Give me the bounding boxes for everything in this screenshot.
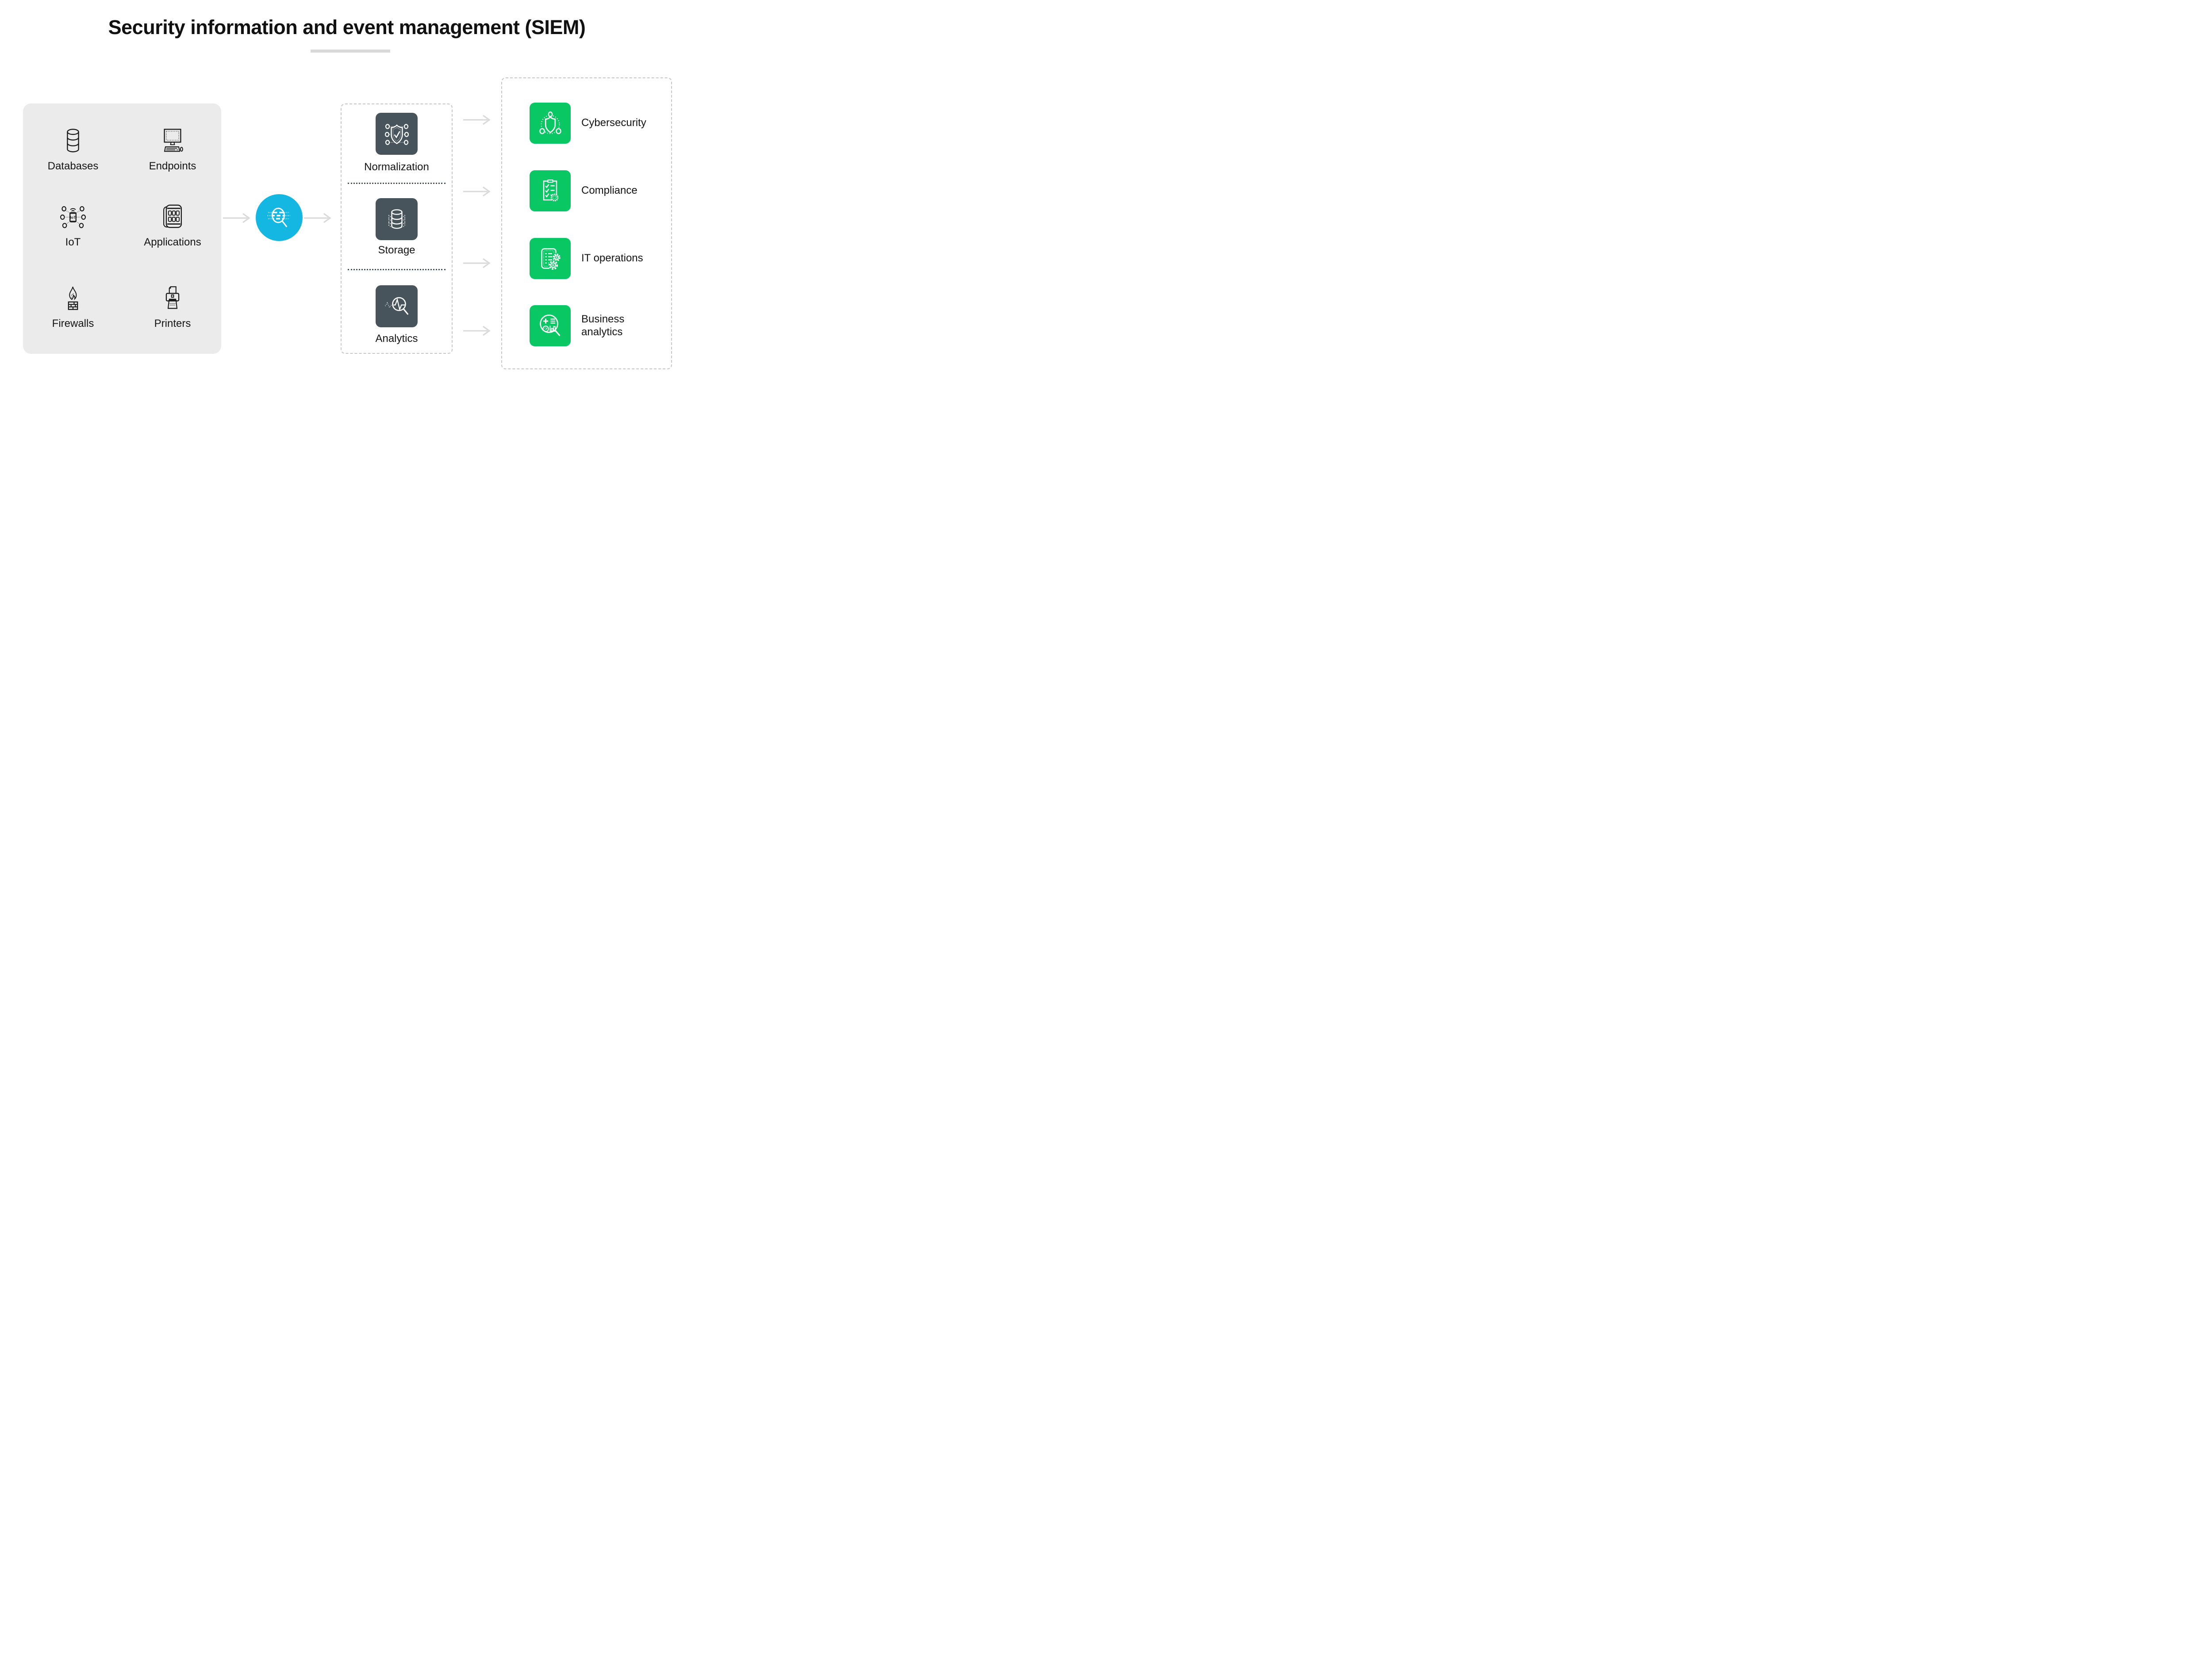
- screen-gears-icon: [541, 248, 561, 270]
- arrow-collector-to-processing: [304, 213, 331, 223]
- shield-check-icon: [384, 123, 409, 145]
- processing-step-label: Normalization: [364, 161, 429, 173]
- arrow-to-cybersecurity: [463, 115, 491, 125]
- outcome-label: IT operations: [581, 252, 643, 264]
- source-item-printers: Printers: [123, 284, 222, 330]
- arrow-to-business-analytics: [463, 326, 491, 336]
- processing-step-storage: [376, 198, 418, 240]
- arrow-to-compliance: [463, 186, 491, 197]
- source-label: IoT: [65, 236, 81, 248]
- source-item-firewalls: Firewalls: [24, 284, 122, 330]
- outcomes-panel: Cybersecurity Compliance: [501, 77, 672, 369]
- source-label: Databases: [47, 160, 99, 172]
- search-logs-icon: [267, 207, 290, 227]
- dotted-separator: [348, 269, 445, 270]
- source-item-applications: Applications: [123, 203, 222, 249]
- source-item-iot: IoT IoT: [24, 203, 122, 249]
- monitor-icon: [164, 129, 183, 152]
- title-underline: [311, 50, 390, 53]
- outcome-compliance: [530, 170, 571, 211]
- sources-panel: Databases Endpoints: [23, 103, 221, 354]
- source-item-databases: Databases: [24, 127, 122, 172]
- source-label: Printers: [154, 318, 191, 330]
- siem-diagram: Security information and event managemen…: [0, 0, 694, 390]
- arrow-sources-to-collector: [223, 213, 250, 223]
- database-stack-icon: [388, 209, 405, 229]
- outcome-cybersecurity: [530, 103, 571, 144]
- processing-step-label: Analytics: [375, 333, 418, 345]
- apps-grid-icon: [163, 204, 182, 228]
- firewall-icon: [68, 287, 78, 310]
- processing-step-analytics: [376, 285, 418, 327]
- outcome-label: Cybersecurity: [581, 117, 646, 129]
- processing-step-label: Storage: [378, 244, 415, 256]
- collector-circle: [256, 194, 303, 241]
- iot-chip-text: IoT: [70, 215, 76, 219]
- checklist-seal-icon: [543, 179, 558, 201]
- dotted-separator: [348, 183, 445, 184]
- database-icon: [67, 129, 79, 153]
- outcome-business-analytics: [530, 305, 571, 346]
- iot-chip-icon: IoT: [60, 206, 86, 228]
- outcome-label: Compliance: [581, 184, 637, 197]
- printer-icon: [165, 286, 180, 309]
- source-label: Applications: [144, 236, 201, 248]
- outcome-label: Business analytics: [581, 313, 625, 338]
- arrow-to-it-operations: [463, 258, 491, 268]
- shield-network-icon: [539, 111, 561, 134]
- source-label: Endpoints: [149, 160, 196, 172]
- processing-panel: Normalization Storage: [341, 103, 453, 354]
- chart-magnifier-icon: [384, 297, 408, 314]
- outcome-it-operations: [530, 238, 571, 279]
- processing-step-normalization: [376, 113, 418, 155]
- source-label: Firewalls: [52, 318, 94, 330]
- magnifier-dashboard-icon: [539, 314, 560, 336]
- source-item-endpoints: Endpoints: [123, 127, 222, 172]
- page-title: Security information and event managemen…: [108, 16, 586, 38]
